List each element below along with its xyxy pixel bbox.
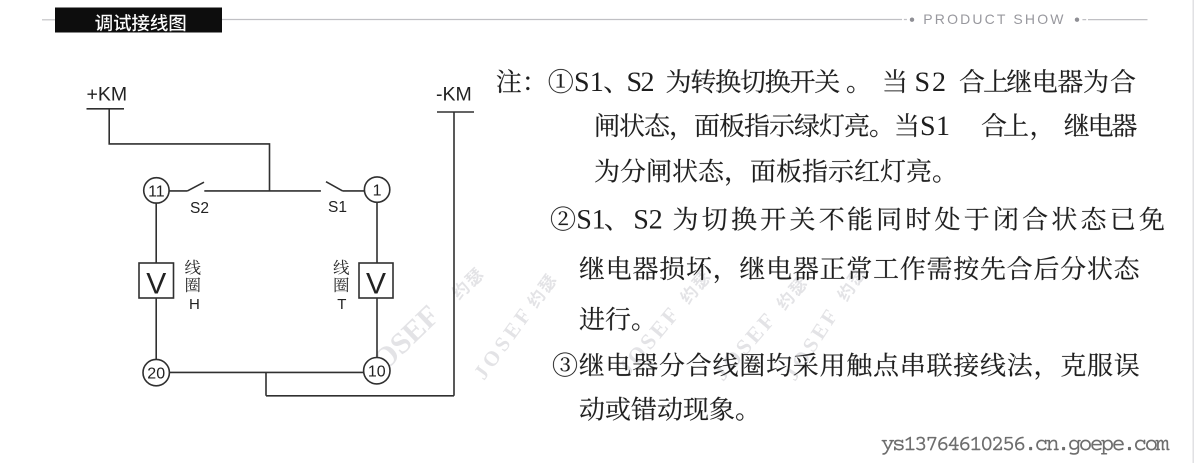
svg-text:V: V [146,268,166,301]
svg-text:T: T [337,296,346,313]
svg-text:+KM: +KM [87,84,128,106]
svg-text:10: 10 [368,364,386,381]
svg-text:V: V [366,268,386,301]
svg-text:-KM: -KM [436,84,472,106]
svg-text:H: H [189,296,200,313]
svg-text:20: 20 [147,366,165,383]
svg-text:S1: S1 [328,199,347,216]
svg-text:1: 1 [373,183,382,200]
svg-text:11: 11 [148,183,165,200]
svg-text:PRODUCT SHOW: PRODUCT SHOW [923,11,1065,27]
svg-text:S2: S2 [190,200,209,217]
